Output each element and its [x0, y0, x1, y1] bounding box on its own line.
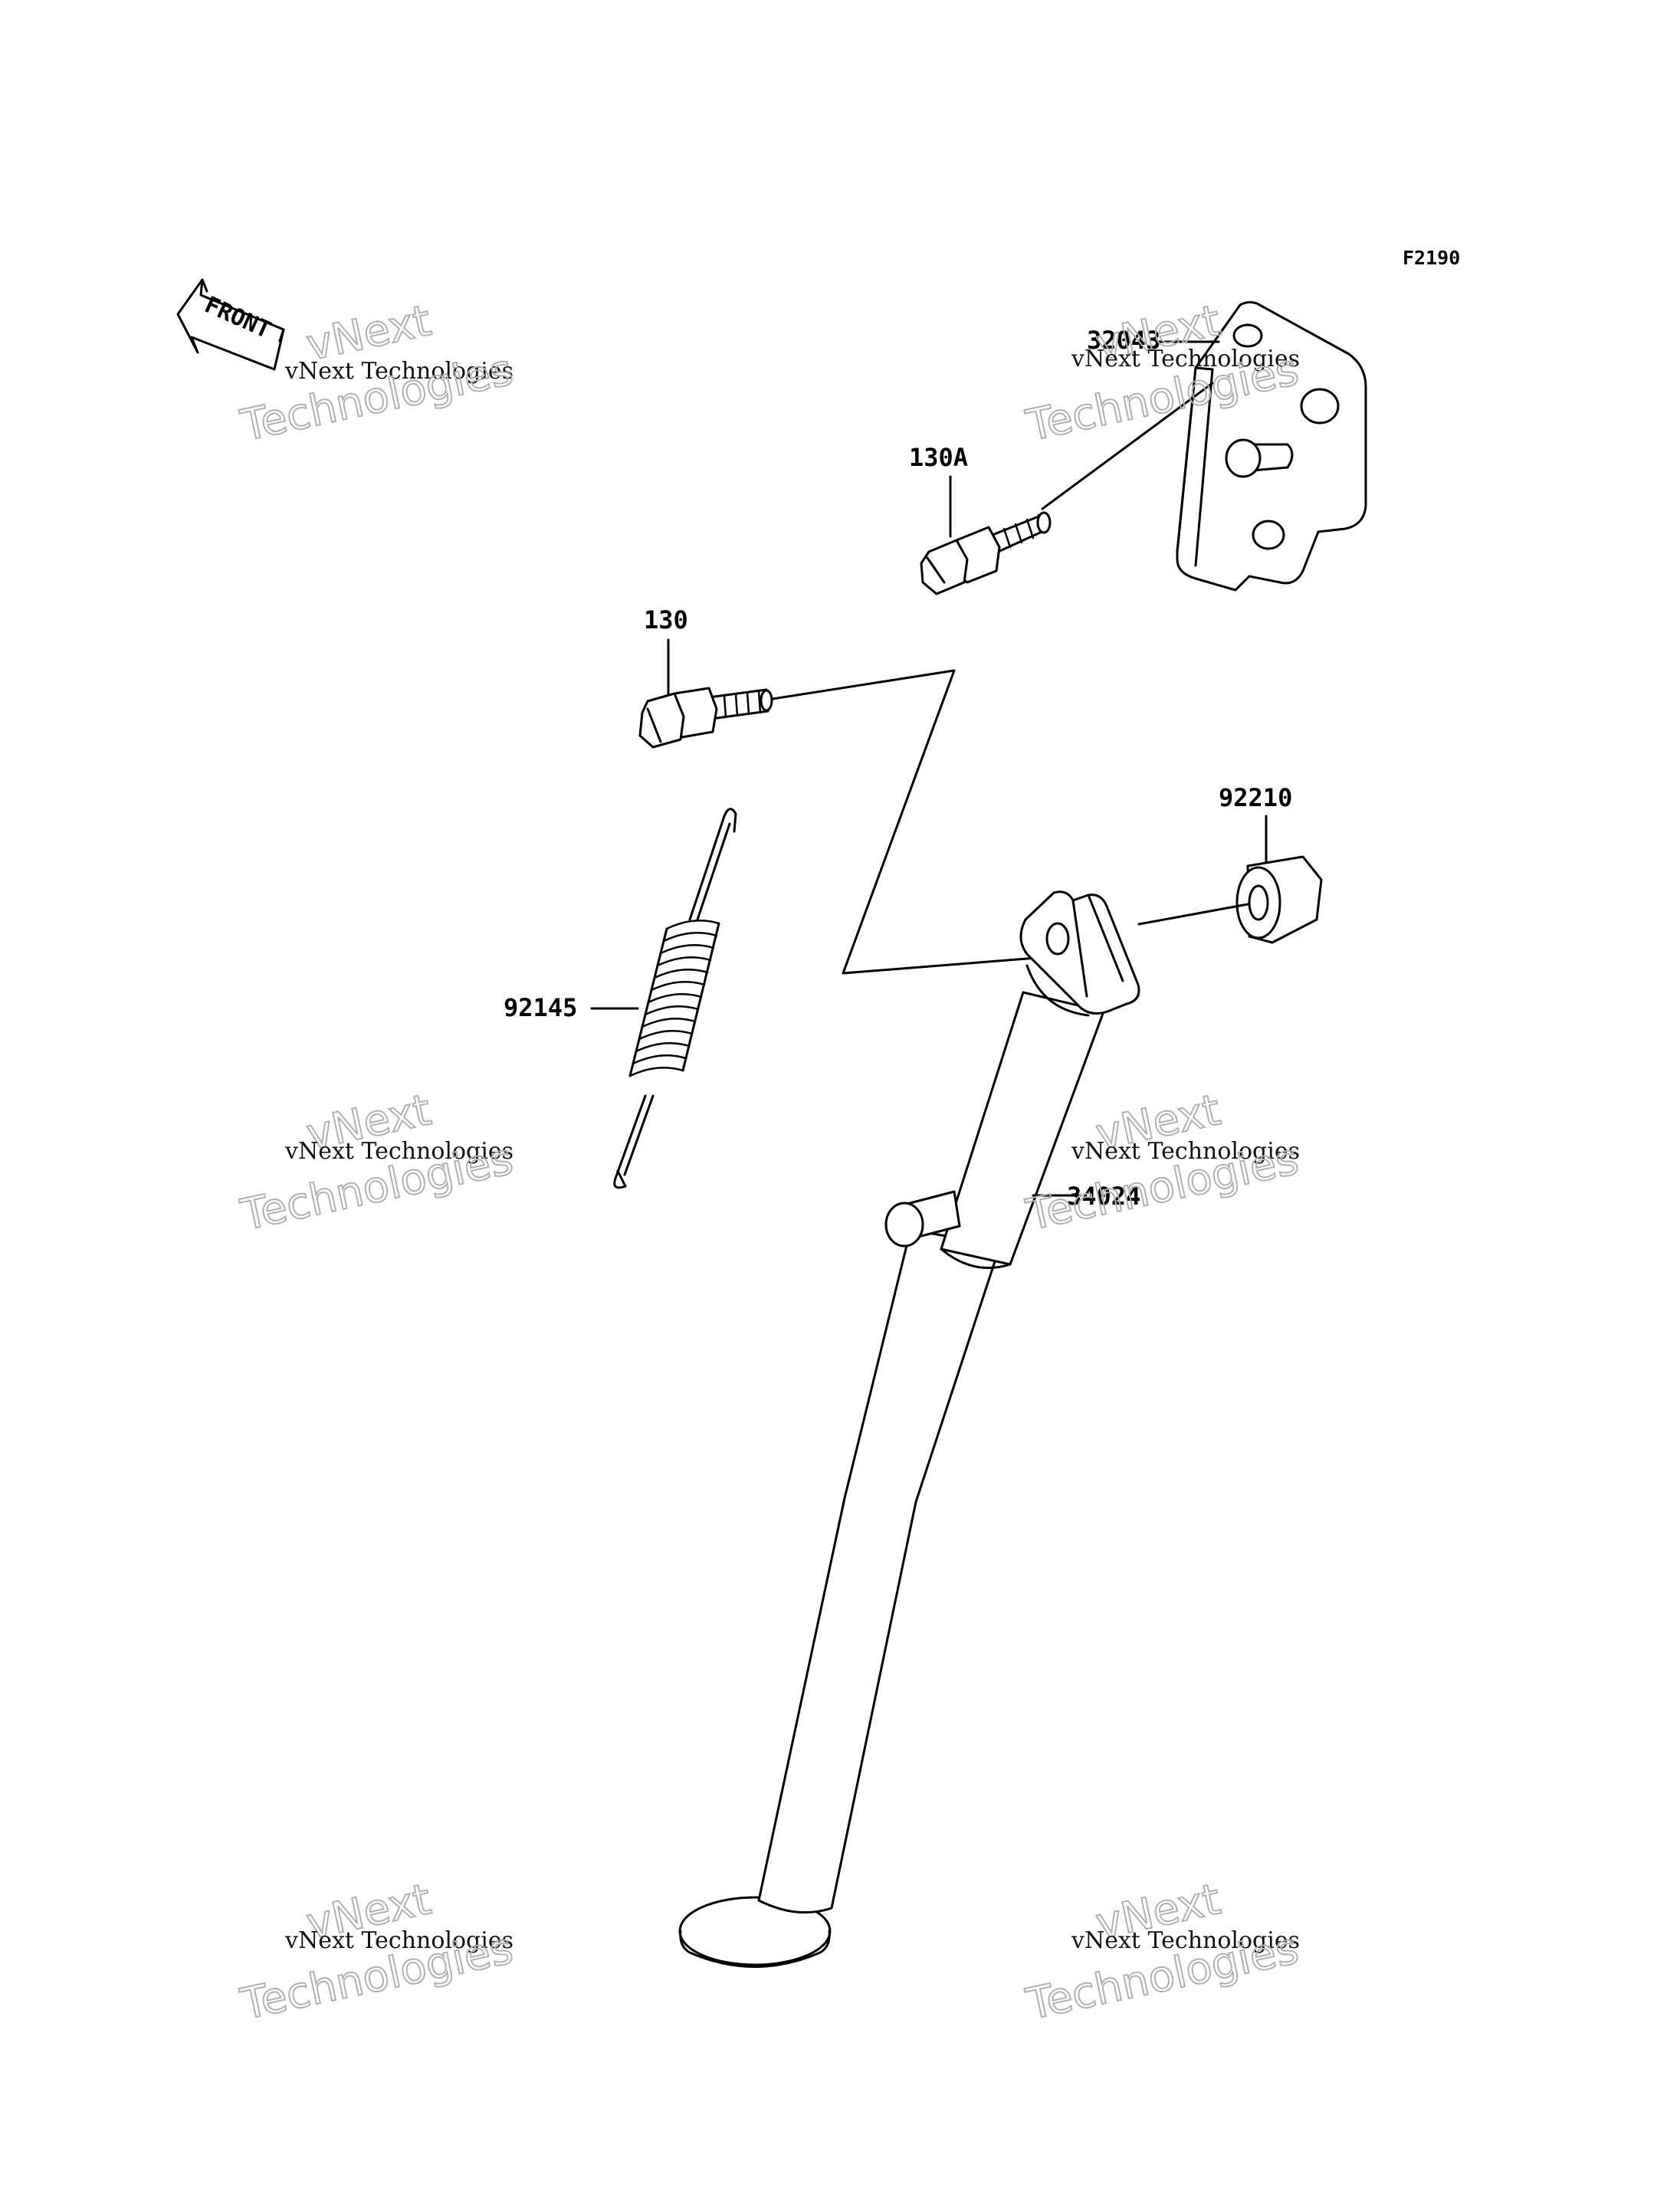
- watermark: vNext vNext Technologies Technologies: [235, 1874, 517, 2031]
- label-130: 130: [644, 605, 688, 635]
- svg-text:vNext Technologies: vNext Technologies: [1071, 1927, 1300, 1954]
- svg-text:vNext Technologies: vNext Technologies: [1071, 1138, 1300, 1165]
- label-92145: 92145: [504, 993, 577, 1022]
- bolt-130: [638, 669, 1058, 975]
- side-stand-34024: [678, 890, 1140, 1968]
- watermark: vNext vNext Technologies Technologies: [235, 1084, 517, 1241]
- bolt-130a: [920, 382, 1214, 595]
- svg-text:vNext Technologies: vNext Technologies: [1071, 346, 1300, 372]
- label-32043: 32043: [1087, 326, 1160, 355]
- spring-92145: [590, 808, 737, 1189]
- figure-code: F2190: [1403, 247, 1460, 269]
- bracket-32043: [1176, 300, 1367, 592]
- svg-text:vNext Technologies: vNext Technologies: [284, 1927, 514, 1954]
- svg-text:vNext Technologies: vNext Technologies: [284, 358, 514, 385]
- label-130a: 130A: [909, 443, 968, 472]
- label-92210: 92210: [1219, 783, 1292, 812]
- watermark: vNext vNext Technologies Technologies: [235, 295, 517, 452]
- svg-text:vNext Technologies: vNext Technologies: [284, 1138, 514, 1165]
- watermark: vNext vNext Technologies Technologies: [1021, 1874, 1303, 2031]
- nut-92210: [1137, 855, 1323, 944]
- front-arrow-icon: FRONT: [176, 278, 285, 371]
- label-34024: 34024: [1067, 1182, 1140, 1211]
